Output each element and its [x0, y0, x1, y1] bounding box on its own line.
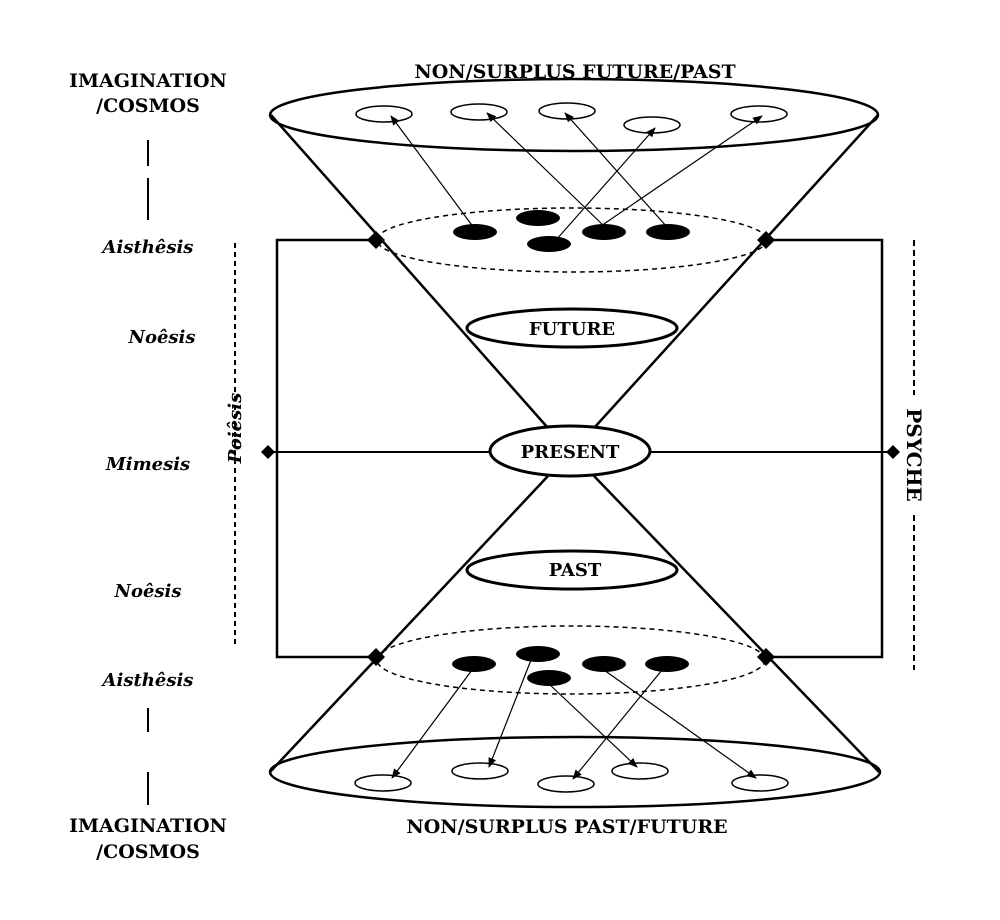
past-label: PAST — [549, 560, 602, 581]
arrow-line — [391, 669, 473, 779]
label-noesis-top: Noêsis — [127, 327, 195, 348]
arrow-line — [547, 127, 656, 250]
top-arrows — [390, 112, 763, 250]
open-circle — [355, 105, 413, 123]
top-title: NON/SURPLUS FUTURE/PAST — [414, 61, 735, 83]
present-label: PRESENT — [521, 442, 620, 463]
bottom-aisthesis-dashed-ellipse — [376, 625, 766, 695]
filled-dot — [646, 224, 690, 240]
past-node: PAST — [465, 549, 679, 591]
filled-dot — [516, 646, 560, 662]
top-filled-dots — [453, 210, 690, 252]
top-aisthesis-dashed-ellipse — [376, 207, 768, 273]
diamond-markers — [261, 231, 900, 666]
diamond — [757, 648, 775, 666]
imagination-bottom-line2: /COSMOS — [96, 841, 200, 863]
filled-dot — [582, 224, 626, 240]
imagination-bottom-line1: IMAGINATION — [69, 815, 227, 837]
imagination-top-line1: IMAGINATION — [69, 70, 227, 92]
label-aisthesis-bottom: Aisthêsis — [101, 670, 194, 691]
open-circle — [354, 774, 412, 792]
arrow-line — [547, 682, 638, 768]
filled-dot — [452, 656, 496, 672]
diamond — [757, 231, 775, 249]
filled-dot — [527, 236, 571, 252]
diamond — [367, 648, 385, 666]
open-circle — [731, 774, 789, 792]
filled-dot — [645, 656, 689, 672]
label-aisthesis-top: Aisthêsis — [101, 237, 194, 258]
open-circle — [451, 762, 509, 780]
label-psyche: PSYCHE — [902, 408, 926, 501]
filled-dot — [527, 670, 571, 686]
diamond — [886, 445, 900, 459]
label-noesis-bottom: Noêsis — [113, 581, 181, 602]
arrow-line — [597, 115, 763, 229]
filled-dot — [582, 656, 626, 672]
arrow-line — [488, 659, 532, 768]
open-circle — [611, 762, 669, 780]
bottom-filled-dots — [452, 646, 689, 686]
arrow-line — [564, 112, 676, 237]
open-circle — [450, 103, 508, 121]
imagination-top-line2: /COSMOS — [96, 95, 200, 117]
filled-dot — [453, 224, 497, 240]
arrow-line — [572, 669, 663, 780]
frame-lines — [268, 238, 893, 659]
cone-lines — [269, 114, 880, 773]
open-circle — [538, 102, 596, 120]
arrow-line — [603, 669, 757, 779]
bottom-title: NON/SURPLUS PAST/FUTURE — [406, 816, 727, 838]
arrow-line — [390, 115, 483, 238]
present-node: PRESENT — [488, 424, 652, 478]
bottom-cosmos-ellipse — [268, 735, 882, 809]
arrow-line — [486, 112, 605, 227]
diamond — [261, 445, 275, 459]
label-mimesis: Mimesis — [105, 454, 190, 475]
open-circle — [537, 775, 595, 793]
open-circle — [730, 105, 788, 123]
filled-dot — [516, 210, 560, 226]
top-open-circles — [355, 102, 788, 134]
future-label: FUTURE — [529, 319, 615, 340]
label-poiesis: Poiêsis — [225, 393, 246, 464]
bottom-arrows — [391, 659, 757, 780]
diamond — [367, 231, 385, 249]
bottom-open-circles — [354, 762, 789, 793]
future-node: FUTURE — [465, 307, 679, 349]
